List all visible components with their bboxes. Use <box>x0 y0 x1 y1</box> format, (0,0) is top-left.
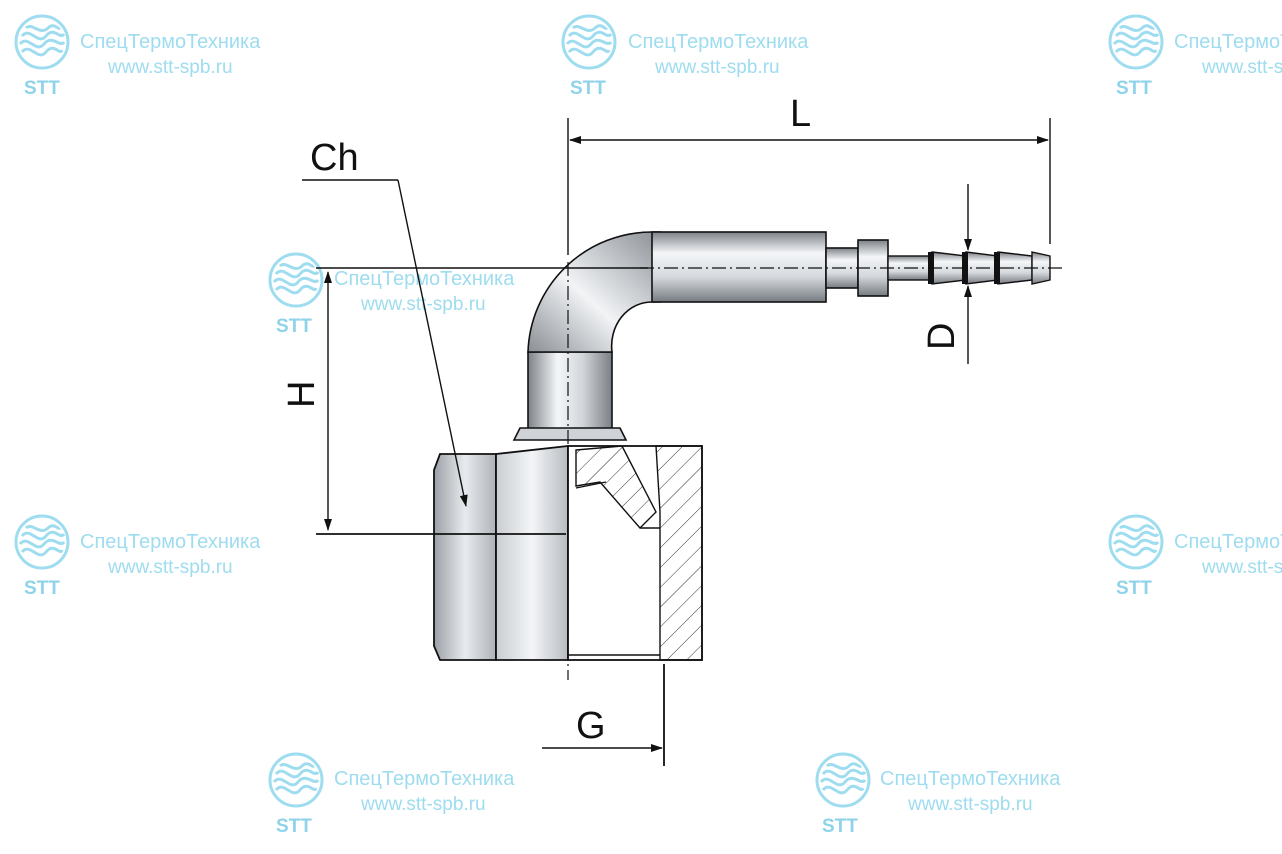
svg-text:СпецТермоТехника: СпецТермоТехника <box>334 768 515 790</box>
svg-text:www.stt-spb.ru: www.stt-spb.ru <box>107 57 233 78</box>
svg-text:www.stt-spb.ru: www.stt-spb.ru <box>360 794 486 815</box>
svg-text:www.stt-spb.ru: www.stt-spb.ru <box>360 294 486 315</box>
svg-text:СпецТермоТехника: СпецТермоТехника <box>334 268 515 290</box>
label-H: H <box>281 381 323 408</box>
svg-text:www.stt-spb.ru: www.stt-spb.ru <box>654 57 780 78</box>
label-L: L <box>790 93 811 135</box>
dimension-L: L <box>567 93 1051 255</box>
dimension-G: G <box>542 664 665 766</box>
watermark-2: СпецТермоТехника www.stt-spb.ru STT <box>561 14 809 99</box>
svg-text:STT: STT <box>24 78 60 99</box>
svg-text:СпецТермоТехника: СпецТермоТехника <box>1174 31 1282 53</box>
svg-text:СпецТермоТехника: СпецТермоТехника <box>1174 531 1282 553</box>
dimension-Ch: Ch <box>302 137 468 507</box>
watermark-4: СпецТермоТехника www.stt-spb.ru STT <box>268 252 515 337</box>
svg-text:STT: STT <box>822 816 858 837</box>
svg-text:www.stt-spb.ru: www.stt-spb.ru <box>107 557 233 578</box>
label-D: D <box>921 323 963 350</box>
hex-nut-middle <box>495 444 569 661</box>
svg-text:СпецТермоТехника: СпецТермоТехника <box>80 31 261 53</box>
nut-flange <box>512 427 628 441</box>
nut-section-hatch-wall <box>655 445 703 661</box>
svg-text:STT: STT <box>276 316 312 337</box>
svg-text:www.stt-spb.ru: www.stt-spb.ru <box>1201 57 1282 78</box>
horizontal-tube <box>651 231 827 303</box>
svg-text:СпецТермоТехника: СпецТермоТехника <box>880 768 1061 790</box>
svg-text:STT: STT <box>24 578 60 599</box>
dimension-H: H <box>281 267 648 535</box>
watermark-1: СпецТермоТехника www.stt-spb.ru STT <box>14 14 261 99</box>
svg-text:STT: STT <box>1116 78 1152 99</box>
label-G: G <box>576 705 606 747</box>
label-Ch: Ch <box>310 137 359 179</box>
svg-text:STT: STT <box>570 78 606 99</box>
hex-nut-left <box>433 453 497 661</box>
watermark-6: СпецТермоТехника www.stt-spb.ru STT <box>1108 514 1282 599</box>
watermark-3: СпецТермоТехника www.stt-spb.ru STT <box>1108 14 1282 99</box>
svg-text:СпецТермоТехника: СпецТермоТехника <box>628 31 809 53</box>
svg-text:СпецТермоТехника: СпецТермоТехника <box>80 531 261 553</box>
watermark-8: СпецТермоТехника www.stt-spb.ru STT <box>815 752 1061 837</box>
svg-text:www.stt-spb.ru: www.stt-spb.ru <box>907 794 1033 815</box>
watermark-7: СпецТермоТехника www.stt-spb.ru STT <box>268 752 515 837</box>
svg-text:STT: STT <box>276 816 312 837</box>
svg-text:www.stt-spb.ru: www.stt-spb.ru <box>1201 557 1282 578</box>
tube-bend <box>527 231 661 353</box>
svg-text:STT: STT <box>1116 578 1152 599</box>
dimension-D: D <box>921 184 972 364</box>
watermark-5: СпецТермоТехника www.stt-spb.ru STT <box>14 514 261 599</box>
vertical-tube <box>527 351 613 433</box>
